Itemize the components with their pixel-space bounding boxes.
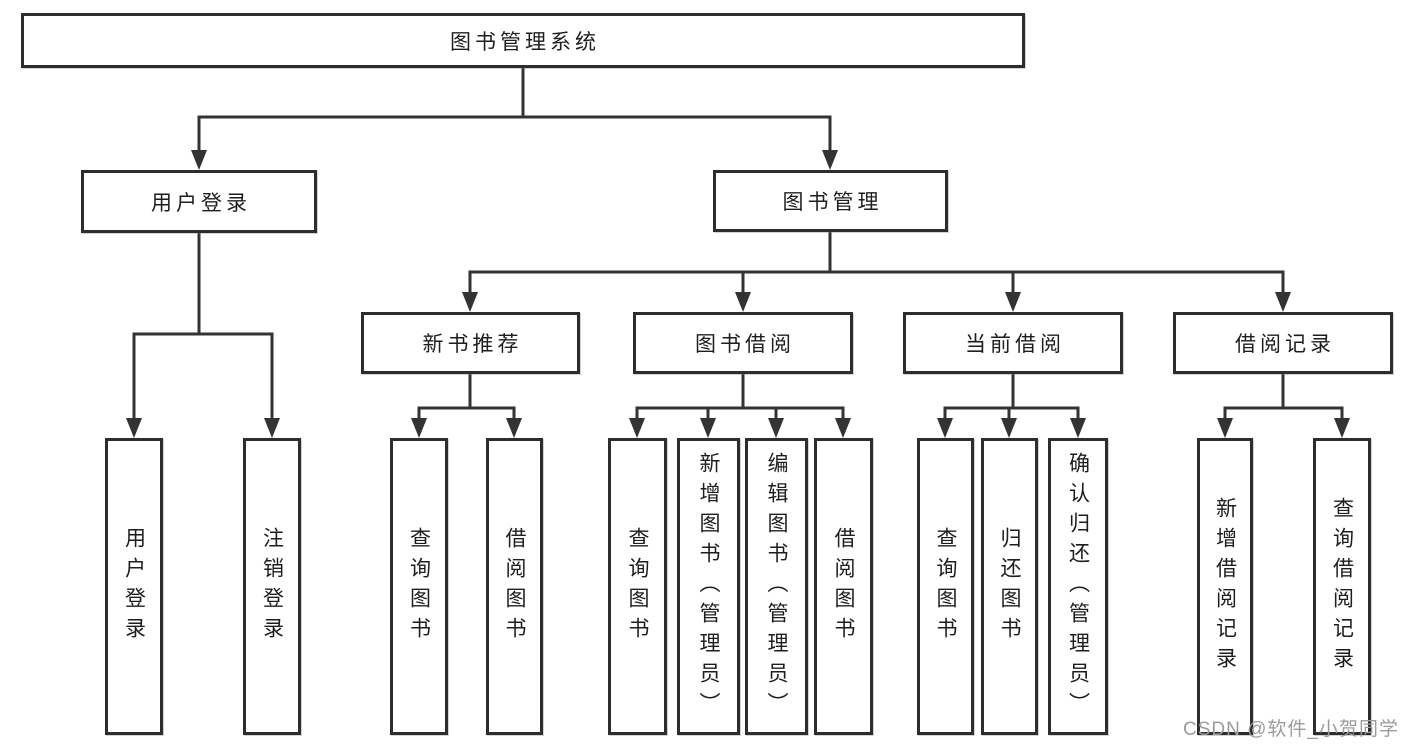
leaf-newbooks-borrow: 借阅图书 bbox=[486, 438, 543, 735]
leaf-borrow-add-admin-label: 新增图书（管理员） bbox=[697, 451, 720, 722]
node-root-label: 图书管理系统 bbox=[450, 30, 600, 54]
node-user-login-label: 用户登录 bbox=[151, 191, 251, 215]
node-book-management: 图书管理 bbox=[713, 170, 948, 232]
node-book-borrow: 图书借阅 bbox=[633, 312, 853, 374]
leaf-current-return-label: 归还图书 bbox=[998, 526, 1021, 647]
leaf-borrow-edit-admin-label: 编辑图书（管理员） bbox=[765, 451, 788, 722]
node-book-borrow-label: 图书借阅 bbox=[695, 333, 795, 356]
node-book-management-label: 图书管理 bbox=[782, 191, 883, 214]
leaf-logout: 注销登录 bbox=[243, 438, 301, 735]
leaf-current-query: 查询图书 bbox=[917, 438, 974, 735]
node-root: 图书管理系统 bbox=[21, 13, 1025, 68]
node-borrow-records: 借阅记录 bbox=[1173, 312, 1393, 374]
leaf-borrow-add-admin: 新增图书（管理员） bbox=[677, 438, 740, 735]
node-borrow-records-label: 借阅记录 bbox=[1235, 333, 1335, 356]
leaf-current-confirm-admin: 确认归还（管理员） bbox=[1048, 438, 1108, 735]
node-current-borrow-label: 当前借阅 bbox=[965, 333, 1065, 356]
node-new-book-recommend-label: 新书推荐 bbox=[422, 333, 523, 356]
leaf-records-query-label: 查询借阅记录 bbox=[1330, 496, 1354, 677]
leaf-logout-label: 注销登录 bbox=[260, 526, 284, 647]
leaf-newbooks-query-label: 查询图书 bbox=[407, 526, 431, 647]
arrowheads bbox=[126, 150, 1350, 438]
node-current-borrow: 当前借阅 bbox=[903, 312, 1123, 374]
leaf-user-login-label: 用户登录 bbox=[122, 526, 146, 647]
leaf-user-login: 用户登录 bbox=[105, 438, 163, 735]
leaf-borrow-query-label: 查询图书 bbox=[626, 526, 649, 647]
leaf-borrow-query: 查询图书 bbox=[608, 438, 667, 735]
leaf-current-return: 归还图书 bbox=[981, 438, 1038, 735]
watermark: CSDN @软件_小贺同学 bbox=[1183, 719, 1399, 740]
leaf-current-query-label: 查询图书 bbox=[934, 526, 957, 647]
leaf-newbooks-borrow-label: 借阅图书 bbox=[503, 526, 526, 647]
leaf-newbooks-query: 查询图书 bbox=[390, 438, 448, 735]
leaf-borrow-book-label: 借阅图书 bbox=[832, 526, 855, 647]
leaf-records-add-label: 新增借阅记录 bbox=[1213, 496, 1237, 677]
leaf-borrow-edit-admin: 编辑图书（管理员） bbox=[745, 438, 808, 735]
leaf-current-confirm-admin-label: 确认归还（管理员） bbox=[1066, 451, 1090, 722]
leaf-borrow-book: 借阅图书 bbox=[814, 438, 873, 735]
leaf-records-add: 新增借阅记录 bbox=[1197, 438, 1253, 735]
node-user-login: 用户登录 bbox=[81, 170, 317, 233]
node-new-book-recommend: 新书推荐 bbox=[361, 312, 580, 374]
leaf-records-query: 查询借阅记录 bbox=[1313, 438, 1371, 735]
